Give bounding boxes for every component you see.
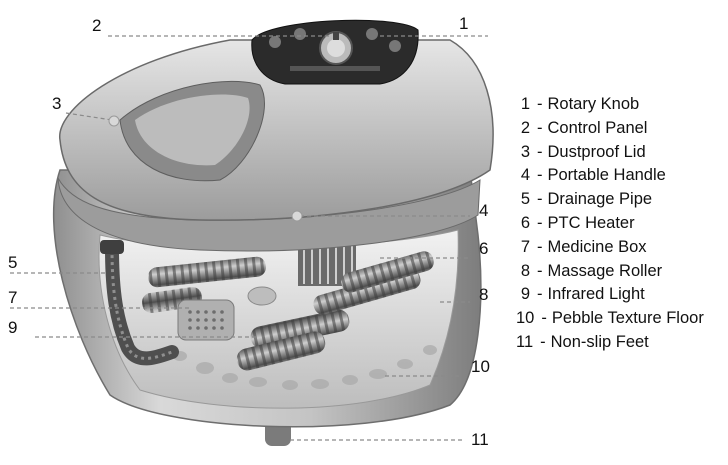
callout-number: 8: [479, 285, 488, 304]
legend-label: Portable Handle: [547, 166, 666, 185]
legend-label: Dustproof Lid: [547, 142, 646, 161]
legend-item: 7-Medicine Box: [516, 236, 724, 260]
parts-legend: 1-Rotary Knob 2-Control Panel 3-Dustproo…: [516, 93, 724, 355]
callout-number: 10: [471, 357, 490, 376]
legend-label: Medicine Box: [547, 237, 647, 256]
legend-item: 10-Pebble Texture Floor: [516, 307, 724, 331]
legend-separator: -: [537, 166, 543, 185]
spa-rim: [57, 177, 481, 252]
legend-num: 2: [520, 118, 530, 137]
pebble-floor-shape: [173, 345, 437, 390]
legend-separator: -: [537, 95, 543, 113]
callout-number: 1: [459, 14, 468, 33]
legend-label: Non-slip Feet: [550, 332, 649, 351]
legend-separator: -: [540, 332, 546, 351]
callout-number: 7: [8, 288, 17, 307]
legend-item: 5-Drainage Pipe: [516, 188, 724, 212]
callout-number: 5: [8, 253, 17, 272]
legend-num: 7: [520, 237, 530, 256]
legend-label: Rotary Knob: [547, 95, 640, 113]
callout-number: 11: [471, 430, 489, 449]
callout-number: 9: [8, 318, 17, 337]
legend-num: 1: [520, 95, 530, 113]
legend-label: Infrared Light: [547, 285, 645, 304]
legend-separator: -: [537, 213, 543, 232]
infrared-light-shape: [247, 286, 277, 306]
legend-num: 3: [520, 142, 530, 161]
legend-num: 4: [520, 166, 530, 185]
legend-item: 11-Non-slip Feet: [516, 331, 724, 355]
legend-separator: -: [537, 285, 543, 304]
legend-num: 8: [520, 261, 530, 280]
legend-separator: -: [537, 142, 543, 161]
callout-number: 6: [479, 239, 488, 258]
legend-separator: -: [537, 118, 543, 137]
legend-label: PTC Heater: [547, 213, 635, 232]
legend-label: Control Panel: [547, 118, 648, 137]
legend-separator: -: [537, 190, 543, 209]
legend-separator: -: [537, 237, 543, 256]
legend-item: 3-Dustproof Lid: [516, 141, 724, 165]
legend-separator: -: [537, 261, 543, 280]
legend-item: 9-Infrared Light: [516, 283, 724, 307]
foot-spa-illustration: [53, 19, 494, 446]
legend-item: 4-Portable Handle: [516, 164, 724, 188]
legend-item: 8-Massage Roller: [516, 260, 724, 284]
legend-label: Drainage Pipe: [547, 190, 653, 209]
legend-separator: -: [541, 309, 547, 328]
callout-number: 4: [479, 201, 488, 220]
legend-num: 10: [516, 309, 535, 328]
legend-num: 11: [516, 332, 534, 351]
legend-item: 2-Control Panel: [516, 117, 724, 141]
legend-num: 9: [520, 285, 530, 304]
legend-label: Pebble Texture Floor: [551, 309, 704, 328]
callout-number: 2: [92, 16, 101, 35]
legend-label: Massage Roller: [547, 261, 663, 280]
rotary-knob-shape: [319, 31, 353, 65]
callout-number: 3: [52, 94, 61, 113]
legend-num: 6: [520, 213, 530, 232]
legend-num: 5: [520, 190, 530, 209]
legend-item: 1-Rotary Knob: [516, 93, 724, 117]
medicine-box-shape: [177, 299, 235, 341]
callouts: 2 1 3 4 5 6 7 8 9 10 11: [8, 14, 490, 449]
legend-item: 6-PTC Heater: [516, 212, 724, 236]
